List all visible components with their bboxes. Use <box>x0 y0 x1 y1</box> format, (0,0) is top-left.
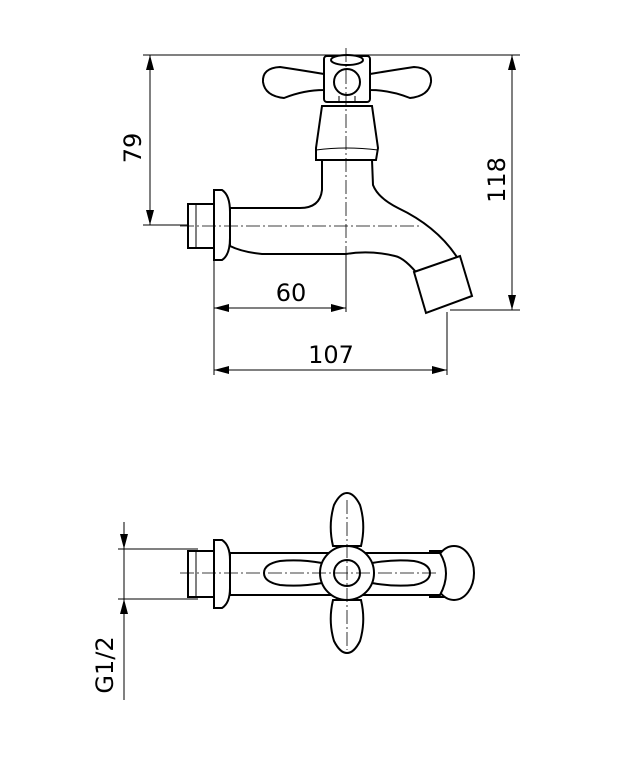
dimension-60: 60 <box>214 279 346 312</box>
dimension-label-118: 118 <box>483 157 511 203</box>
dimension-label-79: 79 <box>119 133 147 164</box>
dimension-label-60: 60 <box>276 279 307 307</box>
top-view: G1/2 <box>91 491 475 700</box>
side-view: 79 118 60 107 <box>119 48 520 375</box>
dimension-118: 118 <box>483 55 516 310</box>
dimension-thread: G1/2 <box>91 522 128 700</box>
dimension-79: 79 <box>119 55 154 225</box>
faucet-side-outline <box>187 54 474 315</box>
dimension-107: 107 <box>214 341 447 374</box>
dimension-label-thread: G1/2 <box>91 636 119 693</box>
dimension-label-107: 107 <box>308 341 354 369</box>
